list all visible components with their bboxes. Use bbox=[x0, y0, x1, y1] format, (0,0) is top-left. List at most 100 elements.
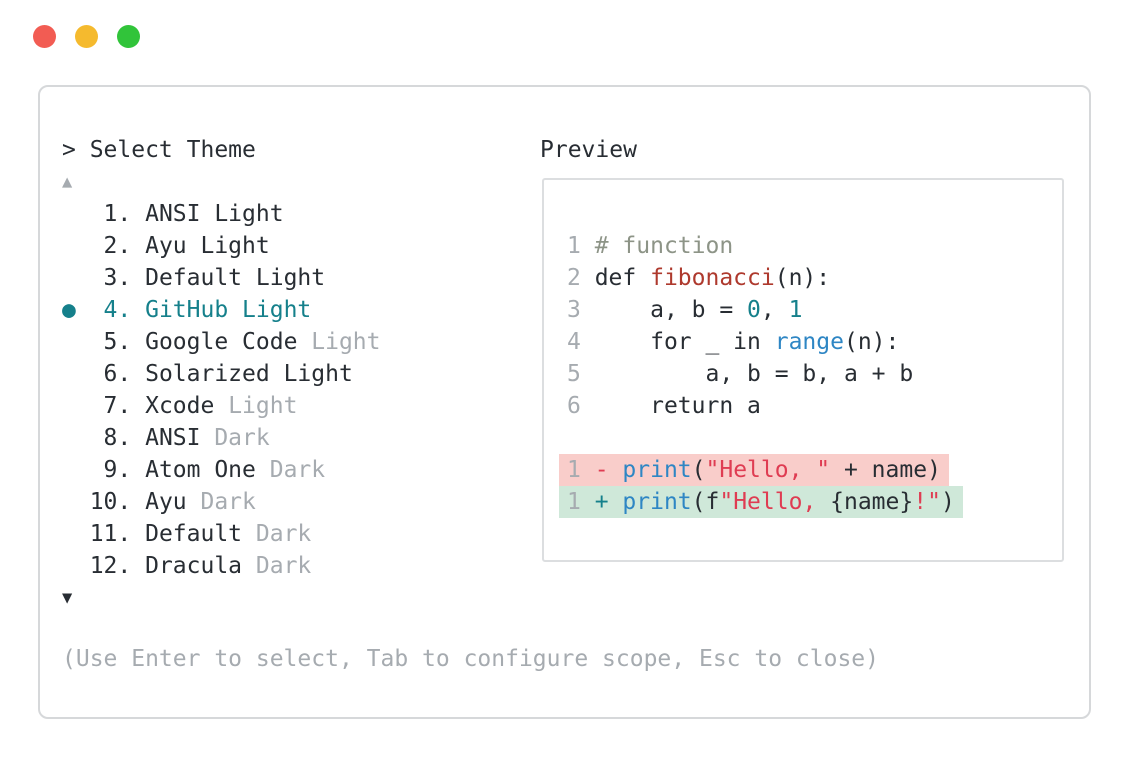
theme-variant-suffix: Dark bbox=[186, 489, 256, 515]
window-controls bbox=[33, 25, 140, 48]
diff-removed-line: 1 - print("Hello, " + name) bbox=[559, 454, 949, 486]
token-added-sign: + bbox=[594, 489, 623, 515]
token-code: return a bbox=[594, 393, 761, 419]
code-line: 6 return a bbox=[567, 390, 1062, 422]
theme-list-item[interactable]: 11. Default Dark bbox=[62, 518, 381, 550]
token-code: (n): bbox=[774, 265, 831, 291]
theme-selector-dialog: > Select Theme ▲ 1. ANSI Light 2. Ayu Li… bbox=[38, 85, 1091, 719]
token-function: fibonacci bbox=[650, 265, 775, 291]
theme-name: Atom One bbox=[145, 457, 256, 483]
code-blank-line bbox=[567, 422, 1062, 454]
theme-name: Google Code bbox=[145, 329, 298, 355]
item-prefix: 2. bbox=[62, 233, 146, 259]
preview-title: Preview bbox=[540, 137, 637, 163]
select-theme-prompt: > Select Theme bbox=[62, 137, 256, 163]
theme-list-item[interactable]: 12. Dracula Dark bbox=[62, 550, 381, 582]
theme-list-pane: > Select Theme ▲ 1. ANSI Light 2. Ayu Li… bbox=[62, 134, 381, 614]
theme-variant-suffix: Dark bbox=[200, 425, 270, 451]
item-prefix: 3. bbox=[62, 265, 146, 291]
token-builtin: range bbox=[774, 329, 844, 355]
code-line: 1 - print("Hello, " + name) bbox=[559, 454, 1062, 486]
item-prefix: 1. bbox=[62, 201, 146, 227]
theme-name: Default Light bbox=[145, 265, 326, 291]
theme-list-item[interactable]: 9. Atom One Dark bbox=[62, 454, 381, 486]
token-constant: 0 bbox=[747, 297, 761, 323]
token-code: + name) bbox=[830, 457, 941, 483]
token-ln: 1 bbox=[567, 457, 595, 483]
token-code: ( bbox=[691, 457, 706, 483]
theme-list-item[interactable]: 7. Xcode Light bbox=[62, 390, 381, 422]
item-prefix: 6. bbox=[62, 361, 146, 387]
theme-variant-suffix: Dark bbox=[255, 457, 326, 483]
theme-variant-suffix: Light bbox=[214, 393, 298, 419]
item-prefix: 5. bbox=[62, 329, 146, 355]
theme-name: Solarized Light bbox=[145, 361, 353, 387]
close-window-button[interactable] bbox=[33, 25, 56, 48]
token-builtin: print bbox=[622, 489, 692, 515]
token-comment: # function bbox=[594, 233, 734, 259]
theme-list-item[interactable]: 3. Default Light bbox=[62, 262, 381, 294]
theme-name: Default bbox=[145, 521, 243, 547]
scroll-up-icon[interactable]: ▲ bbox=[62, 172, 73, 192]
item-prefix: 9. bbox=[62, 457, 146, 483]
token-builtin: print bbox=[622, 457, 692, 483]
theme-list-item[interactable]: 8. ANSI Dark bbox=[62, 422, 381, 454]
keyboard-hint: (Use Enter to select, Tab to configure s… bbox=[62, 646, 879, 672]
theme-list-item[interactable]: 6. Solarized Light bbox=[62, 358, 381, 390]
token-string: !" bbox=[913, 489, 941, 515]
token-code: , bbox=[760, 297, 789, 323]
theme-list: 1. ANSI Light 2. Ayu Light 3. Default Li… bbox=[62, 198, 381, 582]
token-code: def bbox=[594, 265, 651, 291]
theme-list-item[interactable]: 5. Google Code Light bbox=[62, 326, 381, 358]
code-line: 1 + print(f"Hello, {name}!") bbox=[559, 486, 1062, 518]
token-code: for _ in bbox=[594, 329, 775, 355]
token-ln: 1 bbox=[567, 233, 595, 259]
theme-name: GitHub Light bbox=[145, 297, 312, 323]
token-removed-sign: - bbox=[594, 457, 623, 483]
theme-list-item[interactable]: 1. ANSI Light bbox=[62, 198, 381, 230]
token-ln: 5 bbox=[567, 361, 595, 387]
theme-list-item[interactable]: 2. Ayu Light bbox=[62, 230, 381, 262]
theme-list-item[interactable]: 10. Ayu Dark bbox=[62, 486, 381, 518]
token-constant: 1 bbox=[788, 297, 803, 323]
theme-name: Xcode bbox=[145, 393, 215, 419]
token-ln: 2 bbox=[567, 265, 595, 291]
theme-name: Ayu Light bbox=[145, 233, 270, 259]
token-ln: 3 bbox=[567, 297, 595, 323]
theme-variant-suffix: Dark bbox=[242, 553, 312, 579]
token-ln: 4 bbox=[567, 329, 595, 355]
token-string: "Hello, " bbox=[705, 457, 831, 483]
item-prefix: 8. bbox=[62, 425, 146, 451]
minimize-window-button[interactable] bbox=[75, 25, 98, 48]
theme-variant-suffix: Light bbox=[297, 329, 381, 355]
theme-name: Dracula bbox=[145, 553, 243, 579]
token-ln: 6 bbox=[567, 393, 595, 419]
token-code: (n): bbox=[843, 329, 900, 355]
token-ln: 1 bbox=[567, 489, 595, 515]
selected-marker: ● 4. bbox=[62, 297, 146, 323]
item-prefix: 7. bbox=[62, 393, 146, 419]
code-line: 3 a, b = 0, 1 bbox=[567, 294, 1062, 326]
zoom-window-button[interactable] bbox=[117, 25, 140, 48]
diff-added-line: 1 + print(f"Hello, {name}!") bbox=[559, 486, 963, 518]
token-code: a, b = b, a + b bbox=[594, 361, 914, 387]
theme-name: ANSI Light bbox=[145, 201, 284, 227]
code-line: 1 # function bbox=[567, 230, 1062, 262]
theme-list-item[interactable]: ● 4. GitHub Light bbox=[62, 294, 381, 326]
scroll-down-icon[interactable]: ▼ bbox=[62, 588, 73, 608]
item-prefix: 11. bbox=[62, 521, 146, 547]
code-line: 5 a, b = b, a + b bbox=[567, 358, 1062, 390]
item-prefix: 10. bbox=[62, 489, 146, 515]
theme-variant-suffix: Dark bbox=[242, 521, 312, 547]
token-string: "Hello, bbox=[719, 489, 831, 515]
item-prefix: 12. bbox=[62, 553, 146, 579]
token-code: ) bbox=[940, 489, 955, 515]
token-code: (f bbox=[691, 489, 720, 515]
code-line: 4 for _ in range(n): bbox=[567, 326, 1062, 358]
token-code: {name} bbox=[830, 489, 914, 515]
theme-name: Ayu bbox=[145, 489, 187, 515]
theme-name: ANSI bbox=[145, 425, 201, 451]
code-line: 2 def fibonacci(n): bbox=[567, 262, 1062, 294]
